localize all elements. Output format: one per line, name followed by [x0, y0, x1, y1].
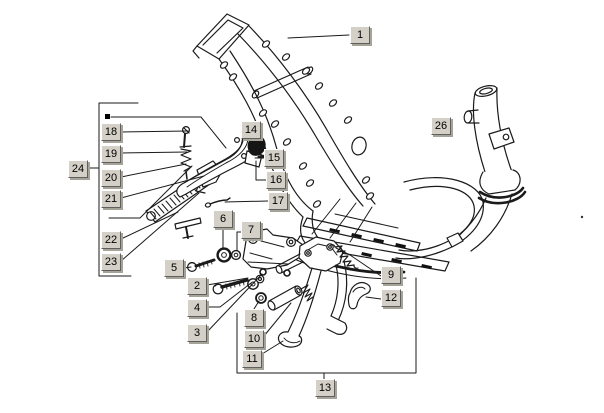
part-label-22[interactable]: 22	[101, 231, 121, 249]
assembly-pointer-line	[110, 116, 227, 149]
part-label-3[interactable]: 3	[187, 324, 207, 342]
leader-line-19	[120, 151, 188, 154]
pedal-lever-assembly-artwork	[145, 125, 268, 239]
part-label-14[interactable]: 14	[241, 121, 261, 139]
steering-tube-artwork	[446, 85, 527, 252]
leader-line-4	[206, 282, 252, 308]
pedal-rubber-part-14	[247, 135, 266, 156]
part-label-26[interactable]: 26	[431, 117, 451, 135]
part-label-13[interactable]: 13	[315, 379, 335, 397]
part-label-7[interactable]: 7	[241, 221, 261, 239]
leader-line-23	[120, 192, 200, 262]
stand-spring-part-9	[334, 245, 355, 267]
part-label-23[interactable]: 23	[101, 253, 121, 271]
part-label-2[interactable]: 2	[187, 277, 207, 295]
part-label-16[interactable]: 16	[266, 171, 286, 189]
page-speck	[580, 215, 584, 219]
leader-line-20	[120, 163, 187, 178]
part-label-4[interactable]: 4	[187, 299, 207, 317]
group-13-bracket	[236, 277, 417, 374]
assembly-bullet-marker	[105, 114, 110, 119]
part-label-12[interactable]: 12	[381, 289, 401, 307]
leader-line-1	[287, 34, 350, 39]
sub-assembly-leader	[108, 165, 193, 219]
leader-line-16	[255, 160, 267, 181]
part-label-17[interactable]: 17	[268, 192, 288, 210]
leader-line-18	[120, 130, 189, 133]
leader-lines-layer	[87, 34, 417, 380]
leader-line-7	[236, 231, 242, 252]
part-label-18[interactable]: 18	[101, 123, 121, 141]
leader-line-17	[224, 200, 269, 203]
part-label-1[interactable]: 1	[350, 26, 370, 44]
leader-line-3	[206, 273, 263, 333]
leader-line-21	[120, 175, 205, 199]
part-label-6[interactable]: 6	[213, 210, 233, 228]
leader-line-22	[120, 211, 179, 240]
leader-line-10	[263, 302, 292, 337]
part-label-19[interactable]: 19	[101, 145, 121, 163]
leader-line-2	[206, 277, 249, 286]
group-24-bracket	[98, 102, 139, 277]
part-label-24[interactable]: 24	[68, 160, 88, 178]
part-label-8[interactable]: 8	[244, 309, 264, 327]
part-label-11[interactable]: 11	[242, 350, 262, 368]
part-label-21[interactable]: 21	[101, 190, 121, 208]
part-label-10[interactable]: 10	[244, 330, 264, 348]
part-label-9[interactable]: 9	[381, 266, 401, 284]
part-label-5[interactable]: 5	[164, 259, 184, 277]
part-label-15[interactable]: 15	[264, 149, 284, 167]
leader-line-11	[261, 340, 284, 355]
leader-line-8	[253, 300, 260, 310]
leader-line-5	[183, 266, 192, 269]
leader-line-12	[365, 296, 382, 300]
center-stand-artwork	[275, 236, 371, 348]
leader-line-9	[335, 247, 382, 277]
part-label-20[interactable]: 20	[101, 169, 121, 187]
